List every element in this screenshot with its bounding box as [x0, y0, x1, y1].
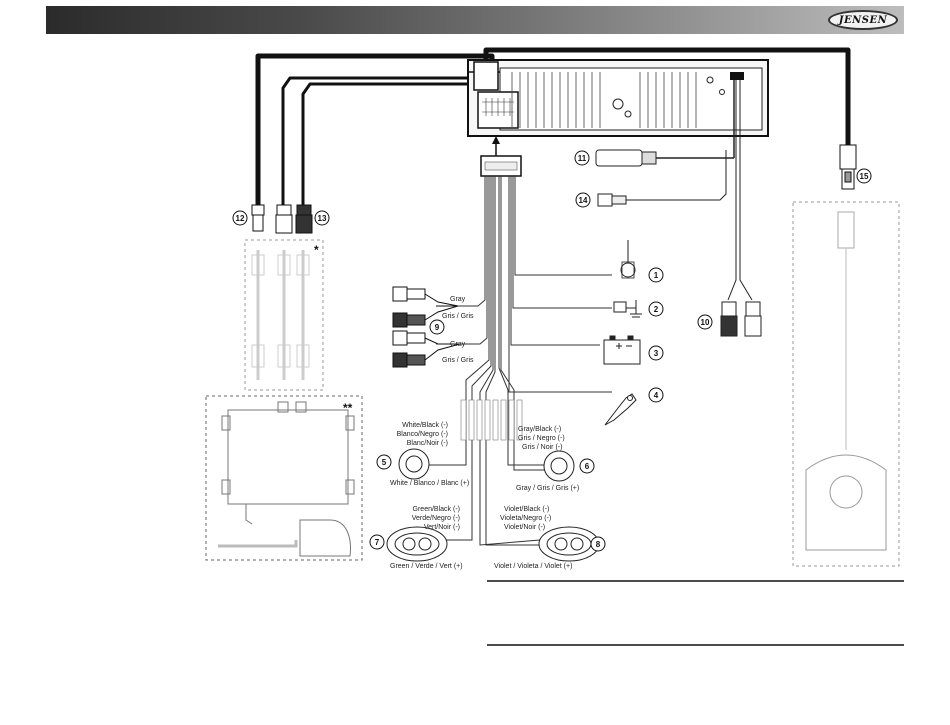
jensen-logo: JENSEN — [828, 10, 898, 30]
marker-5: 5 — [376, 454, 392, 470]
marker-9: 9 — [429, 319, 445, 335]
number-markers: 1 2 3 4 5 6 7 8 9 10 11 12 13 14 15 — [232, 150, 872, 552]
marker-12: 12 — [232, 210, 248, 226]
single-asterisk: * — [314, 243, 319, 257]
head-unit — [467, 59, 769, 160]
label-green-black-2: Verde/Negro (-) — [412, 515, 460, 522]
marker-15: 15 — [856, 168, 872, 184]
speakers — [386, 448, 600, 562]
label-green-black-1: Green/Black (-) — [413, 506, 460, 513]
label-green-pos: Green / Verde / Vert (+) — [390, 563, 463, 570]
svg-text:6: 6 — [585, 462, 590, 471]
double-asterisk: ** — [343, 401, 353, 415]
label-gray-pos: Gray / Gris / Gris (+) — [516, 485, 579, 492]
antenna-connectors — [595, 80, 735, 207]
svg-text:2: 2 — [654, 305, 659, 314]
marker-2: 2 — [648, 301, 664, 317]
svg-text:13: 13 — [318, 214, 327, 223]
cable-13a — [281, 76, 480, 207]
svg-text:4: 4 — [654, 391, 659, 400]
label-gris-1: Gris / Gris — [442, 313, 474, 320]
connector-15 — [839, 144, 857, 190]
wire-labels: Gray Gris / Gris Gray Gris / Gris White/… — [390, 296, 579, 570]
marker-13: 13 — [314, 210, 330, 226]
svg-text:15: 15 — [860, 172, 869, 181]
label-violet-black-3: Violet/Noir (-) — [504, 524, 545, 531]
rca-inputs-10 — [720, 80, 762, 337]
label-violet-black-1: Violet/Black (-) — [504, 506, 549, 513]
marker-1: 1 — [648, 267, 664, 283]
marker-14: 14 — [575, 192, 591, 208]
marker-10: 10 — [697, 314, 713, 330]
marker-8: 8 — [590, 536, 606, 552]
label-gris-2: Gris / Gris — [442, 357, 474, 364]
label-gray-black-3: Gris / Noir (-) — [522, 444, 562, 451]
svg-text:3: 3 — [654, 349, 659, 358]
cable-13b — [301, 82, 480, 207]
label-white-black-2: Blanco/Negro (-) — [397, 431, 448, 438]
svg-text:9: 9 — [435, 323, 440, 332]
svg-text:14: 14 — [579, 196, 588, 205]
svg-text:11: 11 — [578, 154, 587, 163]
svg-text:10: 10 — [701, 318, 710, 327]
label-violet-black-2: Violeta/Negro (-) — [500, 515, 551, 522]
rear-connectors — [251, 204, 313, 234]
svg-text:12: 12 — [236, 214, 245, 223]
label-gray-1: Gray — [450, 296, 466, 303]
marker-7: 7 — [369, 534, 385, 550]
svg-text:1: 1 — [654, 271, 659, 280]
rca-line-outputs — [392, 286, 461, 368]
label-gray-black-2: Gris / Negro (-) — [518, 435, 565, 442]
label-white-black-3: Blanc/Noir (-) — [407, 440, 448, 447]
header-bar: JENSEN — [46, 6, 904, 34]
svg-text:8: 8 — [596, 540, 601, 549]
svg-text:7: 7 — [375, 538, 380, 547]
marker-3: 3 — [648, 345, 664, 361]
label-gray-black-1: Gray/Black (-) — [518, 426, 561, 433]
svg-text:5: 5 — [382, 458, 387, 467]
label-violet-pos: Violet / Violeta / Violet (+) — [494, 563, 572, 570]
wire-harness — [428, 155, 612, 546]
optional-accessories — [205, 201, 900, 567]
marker-11: 11 — [574, 150, 590, 166]
power-items — [603, 240, 642, 426]
label-white-pos: White / Blanco / Blanc (+) — [390, 480, 469, 487]
label-green-black-3: Vert/Noir (-) — [424, 524, 460, 531]
label-white-black-1: White/Black (-) — [402, 422, 448, 429]
label-gray-2: Gray — [450, 341, 466, 348]
marker-6: 6 — [579, 458, 595, 474]
marker-4: 4 — [648, 387, 664, 403]
